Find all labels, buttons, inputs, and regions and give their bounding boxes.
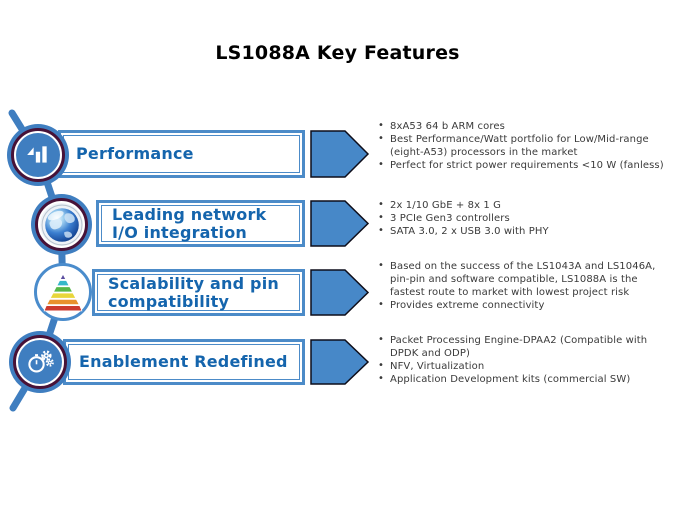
- feature-box-enablement: Enablement Redefined: [63, 339, 305, 385]
- globe-icon: [40, 203, 83, 246]
- maroon-ring: [13, 335, 67, 389]
- pyramid-icon: [34, 263, 92, 321]
- feature-arrow-icon: [310, 339, 370, 385]
- list-item: Perfect for strict power requirements <1…: [376, 158, 668, 172]
- feature-box-inner: Performance: [63, 135, 300, 173]
- bullet-list-enablement: Packet Processing Engine-DPAA2 (Compatib…: [376, 333, 668, 386]
- feature-box-inner: Scalability and pin compatibility: [97, 274, 300, 311]
- stopwatch-gears-icon: [18, 340, 62, 384]
- feature-label: Scalability and pin compatibility: [108, 273, 279, 311]
- feature-arrow-icon: [310, 130, 370, 178]
- feature-box-inner: Leading network I/O integration: [101, 205, 300, 242]
- feature-box-network-io: Leading network I/O integration: [96, 200, 305, 247]
- bar-chart-icon: [16, 133, 60, 177]
- feature-box-scalability: Scalability and pin compatibility: [92, 269, 305, 316]
- feature-arrow-icon: [310, 200, 370, 247]
- feature-icon-circle: [9, 331, 71, 393]
- list-item: Packet Processing Engine-DPAA2 (Compatib…: [376, 333, 668, 360]
- feature-box-performance: Performance: [58, 130, 305, 178]
- feature-label: Enablement Redefined: [79, 352, 288, 372]
- list-item: 2x 1/10 GbE + 8x 1 G: [376, 198, 668, 212]
- feature-arrow-icon: [310, 269, 370, 316]
- list-item: Provides extreme connectivity: [376, 298, 668, 312]
- list-item: Based on the success of the LS1043A and …: [376, 259, 668, 299]
- feature-icon-circle: [7, 124, 69, 186]
- page-title: LS1088A Key Features: [215, 42, 460, 64]
- feature-box-inner: Enablement Redefined: [68, 344, 300, 380]
- maroon-ring: [11, 128, 65, 182]
- feature-label: Leading network I/O integration: [112, 204, 267, 242]
- feature-label: Performance: [76, 144, 194, 164]
- list-item: NFV, Virtualization: [376, 359, 668, 373]
- maroon-ring: [35, 198, 88, 251]
- feature-icon-circle: [31, 194, 92, 255]
- list-item: SATA 3.0, 2 x USB 3.0 with PHY: [376, 224, 668, 238]
- list-item: Application Development kits (commercial…: [376, 372, 668, 386]
- list-item: 3 PCIe Gen3 controllers: [376, 211, 668, 225]
- list-item: Best Performance/Watt portfolio for Low/…: [376, 132, 668, 159]
- list-item: 8xA53 64 b ARM cores: [376, 119, 668, 133]
- bullet-list-scalability: Based on the success of the LS1043A and …: [376, 259, 668, 312]
- bullet-list-network-io: 2x 1/10 GbE + 8x 1 G 3 PCIe Gen3 control…: [376, 198, 668, 238]
- bullet-list-performance: 8xA53 64 b ARM cores Best Performance/Wa…: [376, 119, 668, 172]
